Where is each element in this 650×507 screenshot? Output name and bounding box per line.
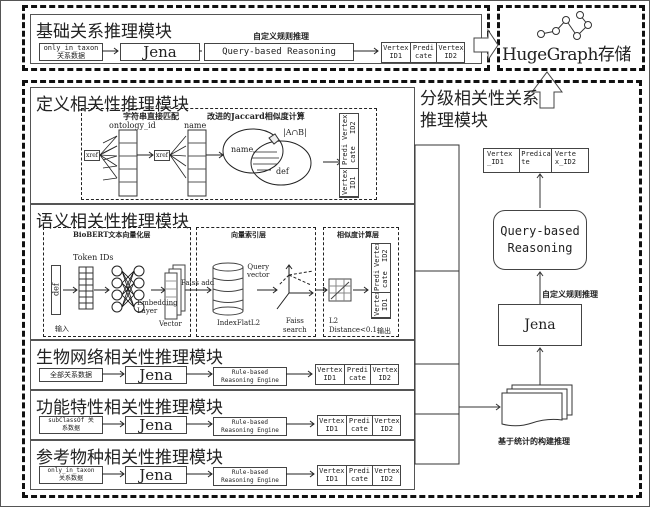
function-input-box: subClassOf 关 系数据: [39, 416, 103, 434]
similarity-layer-frame: [323, 227, 399, 337]
basic-rule-label: 自定义规则推理: [253, 31, 309, 41]
similarity-layer-label: 相似度计算层: [337, 230, 379, 239]
xref-box-2: xref: [154, 150, 170, 161]
species-output-table: Vertex ID1 Predi cate Vertex_ ID2: [317, 465, 401, 486]
vertex-id1-cell: Vertex ID1: [382, 43, 411, 62]
hierarchical-module-title: 分级相关性关系推理模块: [420, 89, 539, 131]
hierarchical-query-reasoning-box: Query-based Reasoning: [493, 210, 587, 270]
species-jena-box: Jena: [125, 466, 187, 484]
vertex-id1-cell: Vertex ID1: [318, 466, 347, 485]
species-rule-engine-box: Rule-based Reasoning Engine: [213, 467, 287, 486]
basic-query-reasoning-box: Query-based Reasoning: [204, 43, 354, 61]
vertex-id1-cell: Vertex ID1: [316, 365, 345, 384]
vector-label: Vector: [159, 320, 182, 328]
input-label: 输入: [55, 325, 69, 333]
graph-network-icon: [535, 11, 615, 42]
token-ids-label: Token IDs: [73, 253, 114, 262]
biobert-layer-frame: [43, 227, 191, 337]
index-layer-frame: [196, 227, 316, 337]
vertex-id2-cell: Vertex_ ID2: [438, 44, 464, 60]
bio-input-box: 全部关系数据: [39, 368, 103, 382]
basic-module-title: 基础关系推理模块: [36, 22, 172, 42]
jaccard-label: 改进的Jaccard相似度计算: [207, 111, 305, 121]
definition-module: 定义相关性推理模块 字符串直接匹配 改进的Jaccard相似度计算 ontolo…: [30, 87, 415, 204]
function-module: 功能特性相关性推理模块 subClassOf 关 系数据 Jena Rule-b…: [30, 390, 415, 440]
hierarchical-rule-label: 自定义规则推理: [542, 289, 598, 299]
index-layer-label: 向量索引层: [231, 230, 266, 239]
vertex-id2-cell: Verte x_ID2: [554, 150, 576, 166]
xref-box-1: xref: [84, 150, 100, 161]
definition-output-table: Vertex ID1 Predi cate Vertex ID2: [339, 113, 359, 198]
bio-network-module-title: 生物网络相关性推理模块: [36, 348, 223, 368]
index-flat-l2-label: IndexFlatL2: [217, 319, 261, 327]
basic-jena-box: Jena: [120, 43, 200, 61]
semantic-module: 语义相关性推理模块 BioBERT文本向量化层 向量索引层 相似度计算层 Tok…: [30, 204, 415, 340]
predicate-cell: Predi cate: [411, 43, 438, 62]
basic-output-table: Vertex ID1 Predi cate Vertex_ ID2: [381, 42, 465, 63]
vertex-id1-cell: Vertex _ID1: [484, 149, 521, 172]
species-module: 参考物种相关性推理模块 only_in_taxon 关系数据 Jena Rule…: [30, 440, 415, 490]
faiss-search-label: Faiss search: [283, 317, 307, 334]
venn-set-b-label: def: [276, 167, 289, 176]
vertex-id2-cell: Vertex_ ID2: [372, 366, 398, 382]
faiss-add-label: Faiss add: [181, 279, 215, 287]
bio-network-module: 生物网络相关性推理模块 全部关系数据 Jena Rule-based Reaso…: [30, 340, 415, 390]
predicate-cell: Predi cate: [345, 365, 372, 384]
bio-rule-engine-box: Rule-based Reasoning Engine: [213, 367, 287, 386]
name-label: name: [184, 121, 207, 130]
definition-inner-frame: [81, 108, 377, 200]
function-rule-engine-box: Rule-based Reasoning Engine: [213, 417, 287, 436]
definition-module-title: 定义相关性推理模块: [36, 95, 189, 115]
function-jena-box: Jena: [125, 416, 187, 434]
vertex-id2-cell: Vertex_ ID2: [374, 417, 400, 433]
vertex-id1-cell: Vertex ID1: [318, 416, 347, 435]
biobert-layer-label: BioBERT文本向量化层: [73, 230, 151, 239]
distance-threshold-label: L2 Distance<0.1: [329, 317, 377, 334]
hugegraph-label: HugeGraph存储: [502, 45, 631, 65]
intersection-label: |A∩B|: [283, 128, 307, 137]
bio-output-table: Vertex ID1 Predi cate Vertex_ ID2: [315, 364, 399, 385]
function-module-title: 功能特性相关性推理模块: [36, 398, 223, 418]
output-label: 输出: [377, 327, 391, 335]
vertex-id2-cell: Vertex_ ID2: [374, 467, 400, 483]
ontology-id-label: ontology_id: [109, 121, 156, 130]
semantic-output-table: Vertex ID1 Predi cate Vertex ID2: [371, 243, 391, 319]
predicate-cell: Predica te: [520, 149, 552, 172]
venn-set-a-label: name: [231, 145, 254, 154]
basic-input-box: only_in_taxon 关系数据: [39, 43, 103, 61]
basic-module: 基础关系推理模块 自定义规则推理 only_in_taxon 关系数据 Jena…: [30, 14, 482, 64]
hierarchical-jena-box: Jena: [498, 304, 582, 346]
species-input-box: only_in_taxon 关系数据: [39, 466, 103, 484]
definition-diagram: [99, 128, 342, 197]
predicate-cell: Predi cate: [347, 416, 374, 435]
embedding-layer-label: Embedding Layer: [137, 299, 178, 315]
hugegraph-frame: [497, 5, 645, 71]
species-module-title: 参考物种相关性推理模块: [36, 448, 223, 468]
main-frame: [22, 80, 642, 498]
query-vector-label: Query vector: [247, 263, 270, 279]
statistical-construction-label: 基于统计的构建推理: [498, 436, 570, 446]
bio-jena-box: Jena: [125, 366, 187, 384]
hierarchical-output-table: Vertex _ID1 Predica te Verte x_ID2: [483, 148, 589, 173]
function-output-table: Vertex ID1 Predi cate Vertex_ ID2: [317, 415, 401, 436]
predicate-cell: Predi cate: [347, 466, 374, 485]
semantic-diagram: [63, 262, 369, 320]
string-match-label: 字符串直接匹配: [123, 111, 179, 121]
